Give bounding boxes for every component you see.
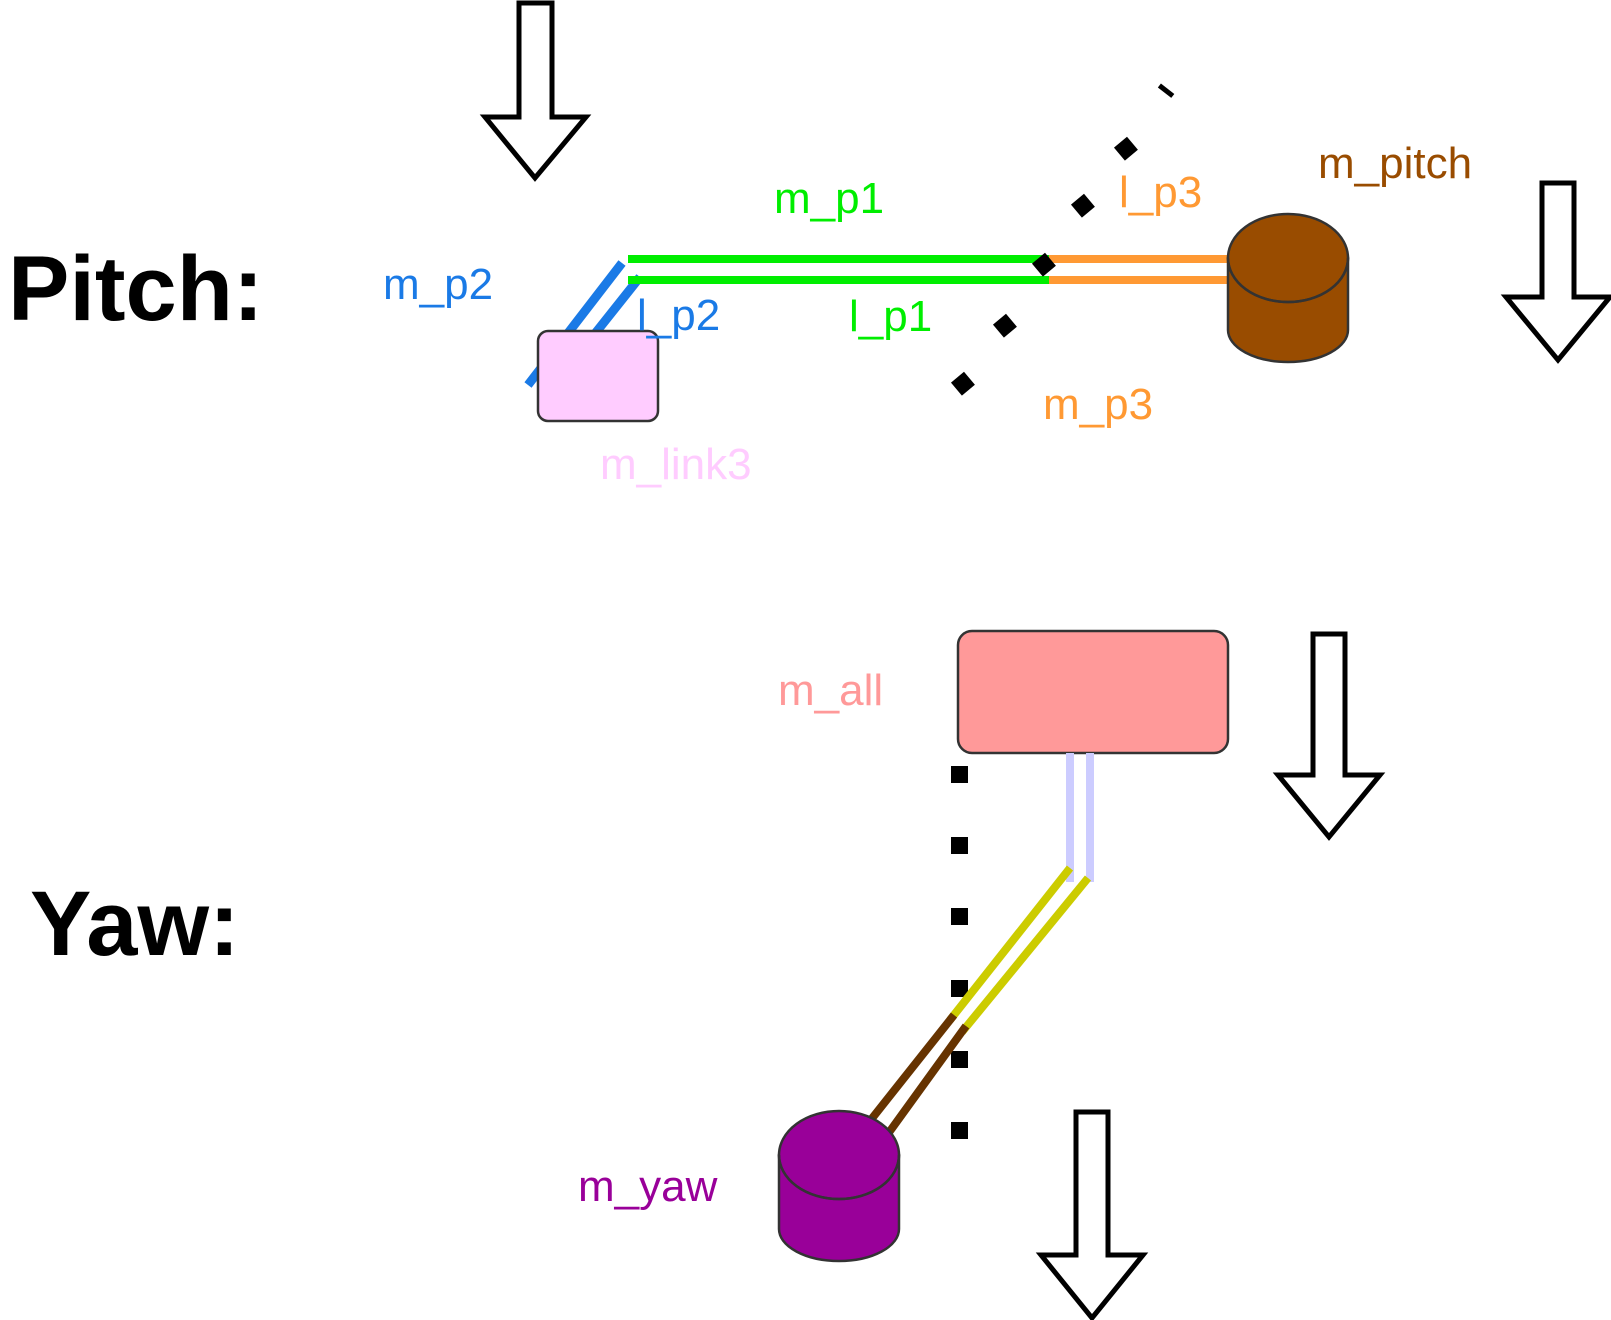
gravity-arrow-icon xyxy=(479,0,592,182)
label-m-pitch: m_pitch xyxy=(1318,139,1472,188)
link-p3 xyxy=(1049,255,1228,284)
label-m-p1: m_p1 xyxy=(774,174,884,223)
pitch-title: Pitch: xyxy=(8,238,264,340)
yaw-motor-cylinder-icon xyxy=(777,1109,901,1263)
pitch-motor-cylinder-icon xyxy=(1226,212,1350,364)
label-l-p3: l_p3 xyxy=(1119,168,1202,217)
link3-mass-box xyxy=(536,329,660,423)
label-l-p1: l_p1 xyxy=(849,292,932,341)
yaw-title: Yaw: xyxy=(30,873,240,975)
label-m-link3: m_link3 xyxy=(600,440,752,489)
all-mass-box xyxy=(956,629,1230,755)
label-l-p2: l_p2 xyxy=(637,291,720,340)
yaw-axis-dotted-line xyxy=(951,766,968,1139)
yaw-upper-link xyxy=(1066,753,1094,882)
yaw-lower-link xyxy=(862,1012,970,1141)
link-p1 xyxy=(628,255,1049,284)
label-m-all: m_all xyxy=(778,666,883,715)
label-m-yaw: m_yaw xyxy=(578,1162,718,1211)
gravity-arrow-icon xyxy=(1500,180,1611,364)
gravity-arrow-icon xyxy=(1035,1109,1149,1320)
label-m-p2: m_p2 xyxy=(383,260,493,309)
yaw-mid-link xyxy=(946,865,1092,1035)
pitch-axis-dotted-line xyxy=(950,83,1175,396)
label-m-p3: m_p3 xyxy=(1043,380,1153,429)
gravity-arrow-icon xyxy=(1272,631,1386,841)
